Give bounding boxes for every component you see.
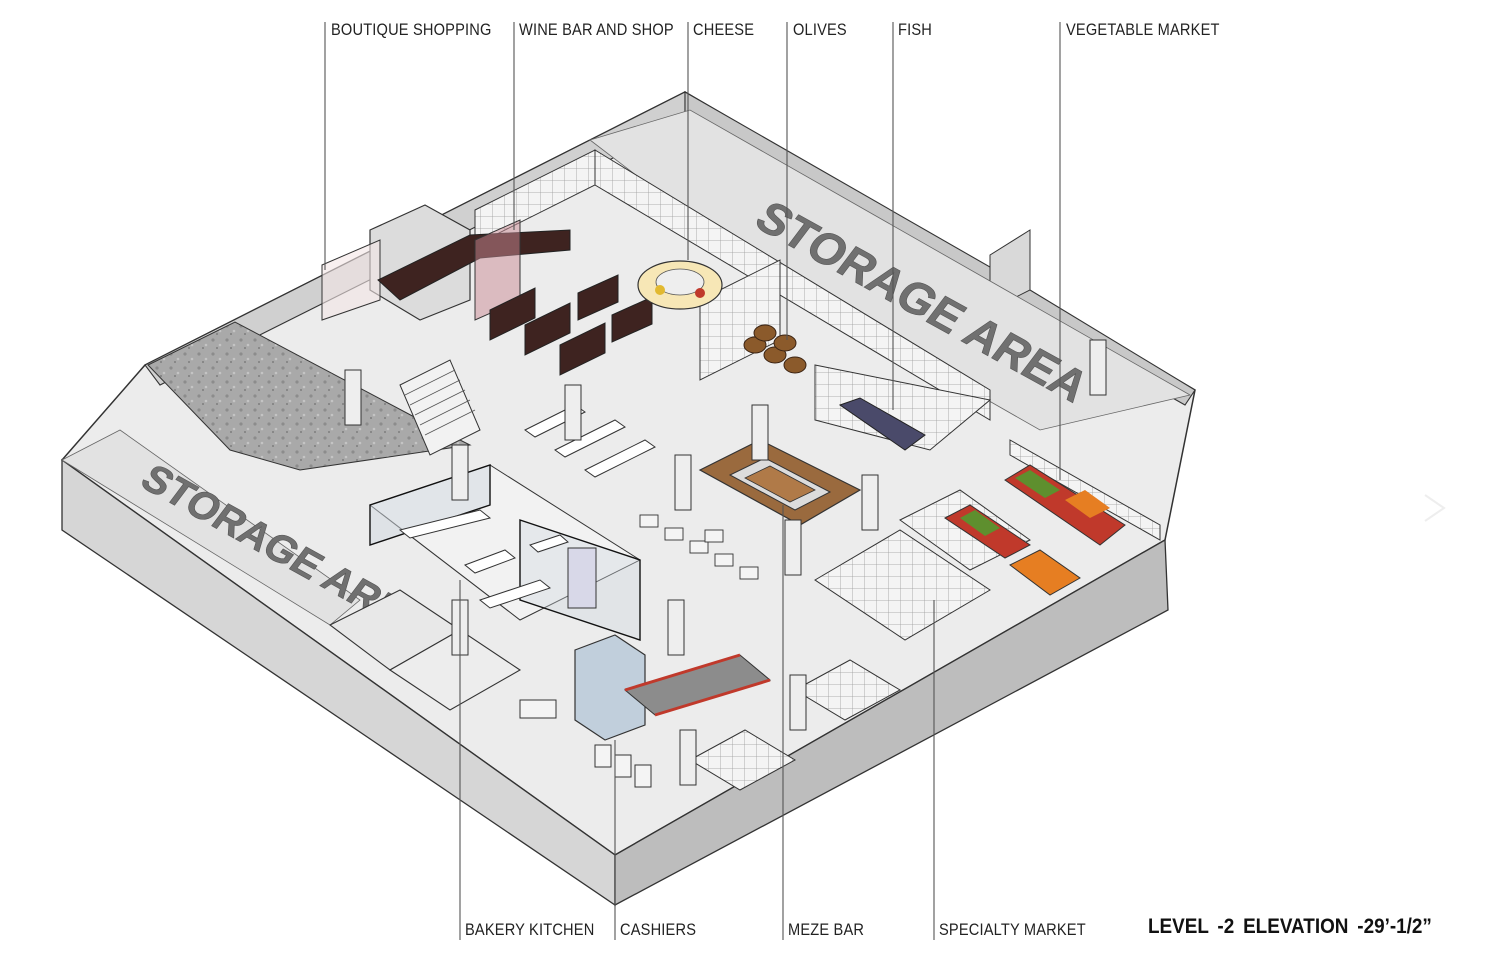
meze-bar	[698, 439, 862, 526]
cheese-counter	[637, 260, 723, 310]
shelf-run-fish	[814, 364, 992, 451]
boutique-glass-box	[321, 239, 381, 321]
produce-stand-2-green	[960, 510, 1000, 536]
boutique-stone-floor	[147, 321, 472, 471]
label-cheese: CHEESE	[693, 20, 755, 39]
label-specialty-market: SPECIALTY MARKET	[939, 920, 1086, 939]
label-cashiers: CASHIERS	[620, 920, 697, 939]
vegetable-market	[944, 464, 1126, 596]
produce-stand-3	[1009, 549, 1081, 596]
label-vegetable-market: VEGETABLE MARKET	[1066, 20, 1220, 39]
service-room-2	[388, 629, 522, 711]
escalator-handrail-2	[654, 678, 771, 717]
label-wine-bar-and-shop: WINE BAR AND SHOP	[519, 20, 674, 39]
label-bakery-kitchen: BAKERY KITCHEN	[465, 920, 595, 939]
fish-counter	[838, 397, 926, 451]
meze-bar-top	[744, 465, 816, 503]
escalator-handrail-1	[624, 653, 741, 692]
wine-bar-counter	[377, 229, 571, 301]
cafe-tables	[639, 514, 759, 580]
service-rooms	[328, 589, 522, 711]
cashier-stations	[594, 744, 652, 788]
wine-racks	[489, 274, 653, 376]
olive-barrels	[743, 324, 807, 374]
callout-leaders	[324, 22, 1061, 940]
storage-floor-lower	[61, 429, 361, 626]
label-fish: FISH	[898, 20, 932, 39]
cashiers-zone	[519, 634, 772, 788]
chevron-right-icon	[1424, 494, 1446, 522]
label-boutique-shopping: BOUTIQUE SHOPPING	[331, 20, 492, 39]
elevator-glass	[574, 634, 646, 741]
stair-block	[399, 359, 481, 456]
cheese-produce-yellow	[655, 285, 665, 295]
escalator	[623, 653, 772, 717]
bakery-worktables	[398, 509, 569, 609]
wine-bar-zone	[377, 219, 653, 376]
specialty-shelf-block-1	[814, 529, 991, 641]
produce-stand-1-green	[1015, 470, 1060, 498]
label-meze-bar: MEZE BAR	[788, 920, 865, 939]
bakery-display-case	[567, 547, 597, 609]
fish-display	[838, 397, 926, 451]
specialty-shelf-block-4	[688, 729, 797, 791]
label-olives: OLIVES	[793, 20, 847, 39]
cheese-counter-inner	[655, 268, 705, 296]
cashier-table	[519, 699, 557, 719]
produce-stand-1-orange	[1065, 490, 1110, 518]
shelf-run-east	[594, 149, 991, 421]
elevation-label: LEVEL -2 ELEVATION -29’-1/2”	[1148, 915, 1432, 938]
cheese-produce-red	[695, 288, 705, 298]
specialty-shelf-block-3	[793, 659, 902, 721]
stair-treads	[404, 369, 476, 436]
structural-columns	[344, 339, 1107, 786]
